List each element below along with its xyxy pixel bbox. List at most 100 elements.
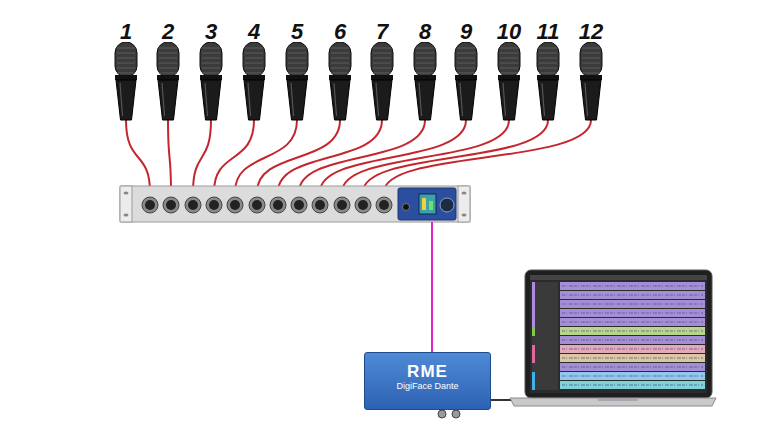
callout-number: 9 <box>444 20 488 44</box>
jack-core <box>252 200 262 210</box>
grille-mesh <box>539 58 557 59</box>
mic-ring <box>243 75 265 80</box>
daw-track-headers <box>532 282 558 390</box>
grille-mesh <box>416 73 434 74</box>
control-panel <box>398 188 456 220</box>
mic-grille <box>200 42 222 77</box>
grille-mesh <box>117 53 135 54</box>
callout-number: 7 <box>360 20 404 44</box>
grille-mesh <box>373 73 391 74</box>
grille-mesh <box>582 68 600 69</box>
grille-mesh <box>288 53 306 54</box>
grille-mesh <box>457 58 475 59</box>
mic-body <box>116 80 136 120</box>
grille-mesh <box>539 48 557 49</box>
mic-grille <box>537 42 559 77</box>
grille-mesh <box>416 48 434 49</box>
mic-highlight <box>585 83 588 116</box>
grille-mesh <box>117 63 135 64</box>
mic-ring <box>157 75 179 80</box>
mic-cables <box>126 120 591 192</box>
grille-mesh <box>159 53 177 54</box>
mic-ring <box>371 75 393 80</box>
grille-mesh <box>288 48 306 49</box>
mic-grille <box>414 42 436 77</box>
mic-highlight <box>376 83 379 116</box>
grille-mesh <box>373 68 391 69</box>
jack-core <box>273 200 283 210</box>
mic-cable <box>299 120 425 192</box>
grille-mesh <box>202 63 220 64</box>
mic-highlight <box>419 83 422 116</box>
mic-body <box>499 80 519 120</box>
xlr-jack <box>270 197 286 213</box>
grille-mesh <box>202 48 220 49</box>
daw-toolbar <box>530 275 707 280</box>
xlr-jack <box>206 197 222 213</box>
mic-cable <box>168 120 171 192</box>
mic-grille <box>243 42 265 77</box>
grille-mesh <box>288 63 306 64</box>
mic-body <box>415 80 435 120</box>
callout-number: 11 <box>526 20 570 44</box>
jack-ring <box>270 197 286 213</box>
microphone-node: 4 <box>232 20 276 122</box>
microphone-node: 11 <box>526 20 570 122</box>
jack-core <box>188 200 198 210</box>
microphone-node: 1 <box>104 20 148 122</box>
microphone-symbol <box>320 42 360 122</box>
jack-core <box>209 200 219 210</box>
device-name: DigiFace Dante <box>371 381 484 392</box>
grille-mesh <box>500 63 518 64</box>
daw-waveforms <box>562 286 703 385</box>
grille-mesh <box>331 73 349 74</box>
mic-ring <box>455 75 477 80</box>
jack-core <box>166 200 176 210</box>
microphone-node: 12 <box>569 20 613 122</box>
mic-cable <box>126 120 150 192</box>
grille-mesh <box>288 68 306 69</box>
preamp-rack <box>120 186 470 222</box>
microphone-node: 10 <box>487 20 531 122</box>
xlr-jack <box>163 197 179 213</box>
jack-ring <box>355 197 371 213</box>
grille-mesh <box>288 58 306 59</box>
mic-cable <box>193 120 211 192</box>
brand-name: RME <box>371 362 484 381</box>
grille-mesh <box>582 53 600 54</box>
mic-body <box>581 80 601 120</box>
mic-body <box>330 80 350 120</box>
microphone-symbol <box>571 42 611 122</box>
jack-core <box>337 200 347 210</box>
grille-mesh <box>539 53 557 54</box>
xlr-jack <box>185 197 201 213</box>
microphone-symbol <box>234 42 274 122</box>
grille-mesh <box>582 58 600 59</box>
jack-core <box>294 200 304 210</box>
mic-grille <box>455 42 477 77</box>
grille-mesh <box>582 48 600 49</box>
microphone-symbol <box>528 42 568 122</box>
grille-mesh <box>159 68 177 69</box>
mic-body <box>201 80 221 120</box>
microphone-node: 7 <box>360 20 404 122</box>
mic-body <box>372 80 392 120</box>
grille-mesh <box>539 63 557 64</box>
control-knob <box>440 198 454 212</box>
mic-cable <box>257 120 340 192</box>
jack-core <box>358 200 368 210</box>
xlr-jack <box>355 197 371 213</box>
grille-mesh <box>331 63 349 64</box>
rack-hole <box>124 214 129 217</box>
microphone-node: 5 <box>275 20 319 122</box>
grille-mesh <box>245 48 263 49</box>
grille-mesh <box>457 68 475 69</box>
grille-mesh <box>539 68 557 69</box>
jack-ring <box>249 197 265 213</box>
xlr-jack <box>291 197 307 213</box>
grille-mesh <box>288 73 306 74</box>
grille-mesh <box>500 58 518 59</box>
jack-core <box>145 200 155 210</box>
mic-highlight <box>460 83 463 116</box>
